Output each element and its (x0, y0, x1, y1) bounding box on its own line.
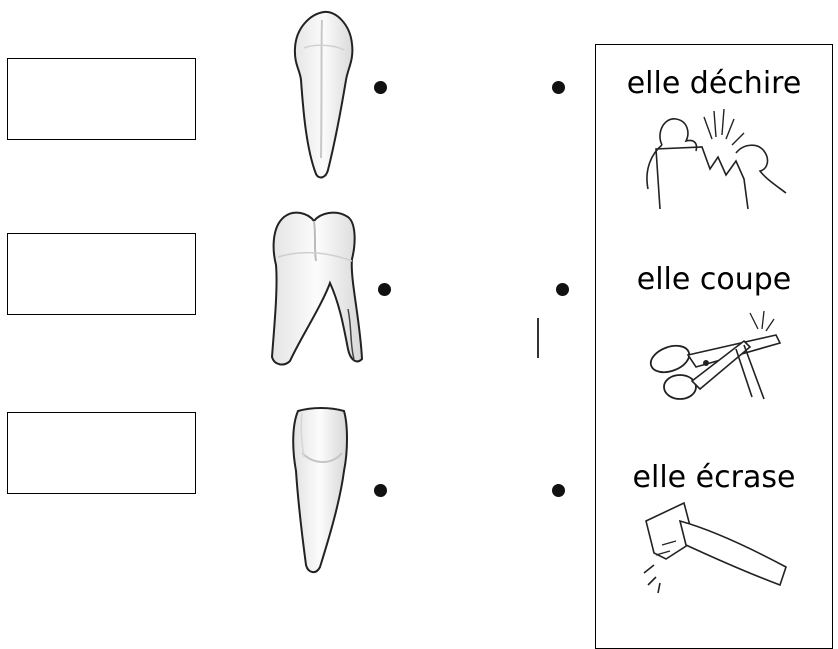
stray-mark (537, 318, 539, 358)
action-panel: elle déchire elle coupe elle écrase (595, 44, 833, 649)
answer-box-3[interactable] (7, 412, 196, 494)
answer-box-1[interactable] (7, 58, 196, 140)
action-dot-1[interactable] (552, 81, 565, 94)
tooth-dot-2[interactable] (378, 283, 391, 296)
tooth-dot-1[interactable] (374, 81, 387, 94)
molar-tooth-icon (264, 209, 368, 367)
action-label-tear: elle déchire (596, 69, 832, 99)
incisor-tooth-icon (288, 405, 352, 577)
answer-box-2[interactable] (7, 233, 196, 315)
tearing-paper-icon (640, 109, 790, 213)
canine-tooth-icon (288, 8, 360, 180)
action-label-crush: elle écrase (596, 463, 832, 493)
hammer-icon (636, 501, 796, 617)
tooth-dot-3[interactable] (374, 484, 387, 497)
action-label-cut: elle coupe (596, 265, 832, 295)
action-dot-3[interactable] (552, 484, 565, 497)
scissors-icon (640, 301, 790, 407)
action-dot-2[interactable] (556, 283, 569, 296)
